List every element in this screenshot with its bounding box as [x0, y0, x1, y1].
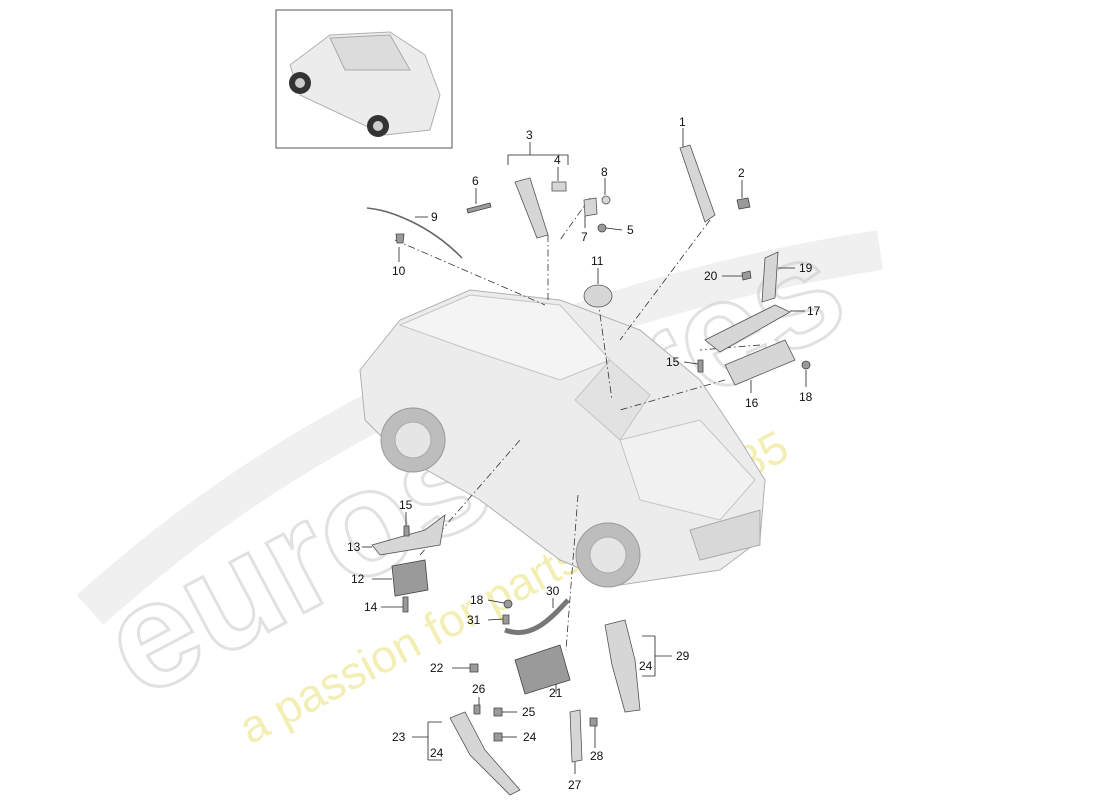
part-31-screw	[502, 614, 510, 625]
vehicle-hood	[619, 419, 756, 521]
callout-16: 16	[745, 396, 759, 410]
callout-12: 12	[351, 572, 365, 586]
part-27-bracket	[569, 709, 583, 763]
callout-19: 19	[799, 261, 813, 275]
part-19-bracket	[761, 251, 779, 303]
callout-24-right: 24	[639, 659, 653, 673]
vehicle-outline	[359, 289, 766, 588]
part-15-bolt-lower	[403, 525, 410, 537]
callout-26: 26	[472, 682, 486, 696]
part-30-rail	[504, 598, 570, 636]
part-21-airbag	[514, 644, 571, 695]
part-12-knee-airbag	[391, 559, 429, 597]
callout-4: 4	[554, 153, 561, 167]
part-20-bolt	[741, 270, 752, 281]
vehicle-grille	[689, 509, 761, 561]
callout-10: 10	[392, 264, 406, 278]
callout-30: 30	[546, 584, 560, 598]
reference-lines	[394, 197, 761, 651]
callout-28: 28	[590, 749, 604, 763]
callout-31: 31	[467, 613, 481, 627]
callout-20: 20	[704, 269, 718, 283]
callout-24-mid: 24	[523, 730, 537, 744]
part-22-clip	[469, 663, 479, 673]
callout-8: 8	[601, 165, 608, 179]
callout-21: 21	[549, 686, 563, 700]
callout-29: 29	[676, 649, 690, 663]
callout-15-upper: 15	[666, 355, 680, 369]
vehicle-body	[359, 289, 766, 586]
callout-23: 23	[392, 730, 406, 744]
part-17-bracket	[704, 304, 791, 353]
part-29-trim	[604, 619, 641, 713]
callout-6: 6	[472, 174, 479, 188]
callout-3: 3	[526, 128, 533, 142]
callout-22: 22	[430, 661, 444, 675]
part-23-bracket	[449, 711, 521, 796]
part-14-bolt	[402, 596, 409, 613]
part-7-holder	[583, 197, 598, 217]
callout-18-upper: 18	[799, 390, 813, 404]
part-8-grommet	[601, 195, 611, 205]
part-11-clock-spring	[583, 284, 613, 308]
callout-11: 11	[591, 254, 604, 268]
callout-25: 25	[522, 705, 536, 719]
part-9-cable	[366, 207, 463, 259]
callout-9: 9	[431, 210, 438, 224]
refline-17	[699, 344, 761, 351]
part-25-nut	[493, 707, 503, 717]
refline-1	[619, 219, 711, 341]
leader-lines	[362, 128, 807, 774]
callout-17: 17	[807, 304, 821, 318]
vehicle-hub-front	[589, 536, 627, 574]
callout-1: 1	[679, 115, 686, 129]
callout-15-lower: 15	[399, 498, 413, 512]
part-15-bolt-upper	[697, 359, 704, 373]
callout-7: 7	[581, 230, 588, 244]
callout-14: 14	[364, 600, 378, 614]
part-4-pad	[551, 181, 567, 192]
callout-2: 2	[738, 166, 745, 180]
part-3-bracket	[514, 177, 549, 239]
callout-24-left: 24	[430, 746, 444, 760]
callout-13: 13	[347, 540, 361, 554]
vehicle-hub-rear	[394, 421, 432, 459]
thumbnail-car-roof	[329, 34, 411, 71]
refline-9	[394, 239, 546, 306]
callout-5: 5	[627, 223, 634, 237]
refline-21	[565, 494, 579, 651]
parts	[366, 144, 811, 796]
refline-16	[619, 379, 726, 411]
thumbnail-hub-rear	[295, 78, 305, 88]
part-18-nut-upper	[801, 360, 811, 370]
part-6-bolt	[466, 202, 492, 214]
part-5-nut	[597, 223, 607, 233]
part-18-nut-lower	[503, 599, 513, 609]
callout-27: 27	[568, 778, 582, 792]
thumbnail-vehicle	[275, 9, 453, 149]
part-24-nut	[493, 732, 503, 742]
part-2-clip	[736, 197, 751, 210]
part-16-passenger-airbag	[724, 339, 796, 386]
refline-5	[559, 197, 591, 241]
thumbnail-hub-front	[373, 121, 383, 131]
part-10-fastener	[395, 233, 405, 244]
part-1-airbag-module	[679, 144, 716, 223]
part-28-screw	[589, 717, 598, 727]
refline-11	[597, 299, 613, 401]
callout-labels: 1 2 3 4 5 6 7 8 9 10 11 12 13 14 15 15 1…	[347, 115, 821, 792]
callout-18-lower: 18	[470, 593, 484, 607]
part-26-screw	[473, 704, 481, 715]
